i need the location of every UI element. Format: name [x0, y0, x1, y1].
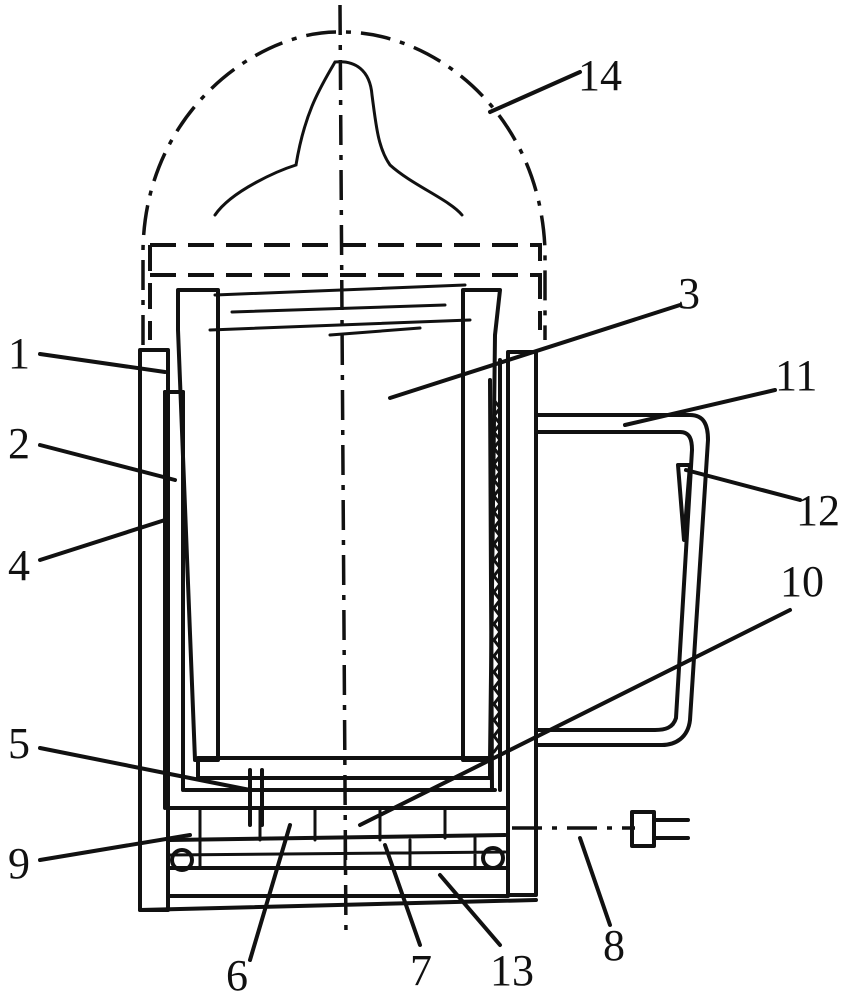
plug [632, 812, 654, 846]
leader-1 [40, 354, 165, 372]
label-14: 14 [578, 51, 622, 100]
leader-6 [250, 825, 290, 960]
label-6: 6 [226, 951, 248, 1000]
label-5: 5 [8, 719, 30, 768]
outer-shell-right-wall [508, 352, 536, 895]
label-13: 13 [490, 946, 534, 995]
inner-lid [210, 285, 470, 335]
leader-2 [40, 445, 175, 480]
label-8: 8 [603, 921, 625, 970]
handle-inner [536, 432, 692, 730]
label-4: 4 [8, 541, 30, 590]
label-1: 1 [8, 329, 30, 378]
label-2: 2 [8, 419, 30, 468]
dome-lid-outline [143, 32, 545, 345]
label-9: 9 [8, 839, 30, 888]
plug-pins [654, 820, 688, 838]
label-7: 7 [410, 946, 432, 995]
leader-8 [580, 838, 610, 925]
leader-14 [490, 72, 580, 112]
leader-10 [360, 610, 790, 825]
label-11: 11 [775, 351, 817, 400]
center-axis [340, 5, 346, 940]
base-bottom-line [140, 900, 536, 910]
leader-4 [40, 520, 165, 560]
label-3: 3 [678, 269, 700, 318]
leader-13 [440, 875, 500, 945]
label-12: 12 [796, 486, 840, 535]
dome-inner-shape [215, 62, 462, 215]
lower-chamber [170, 790, 505, 840]
label-10: 10 [780, 557, 824, 606]
